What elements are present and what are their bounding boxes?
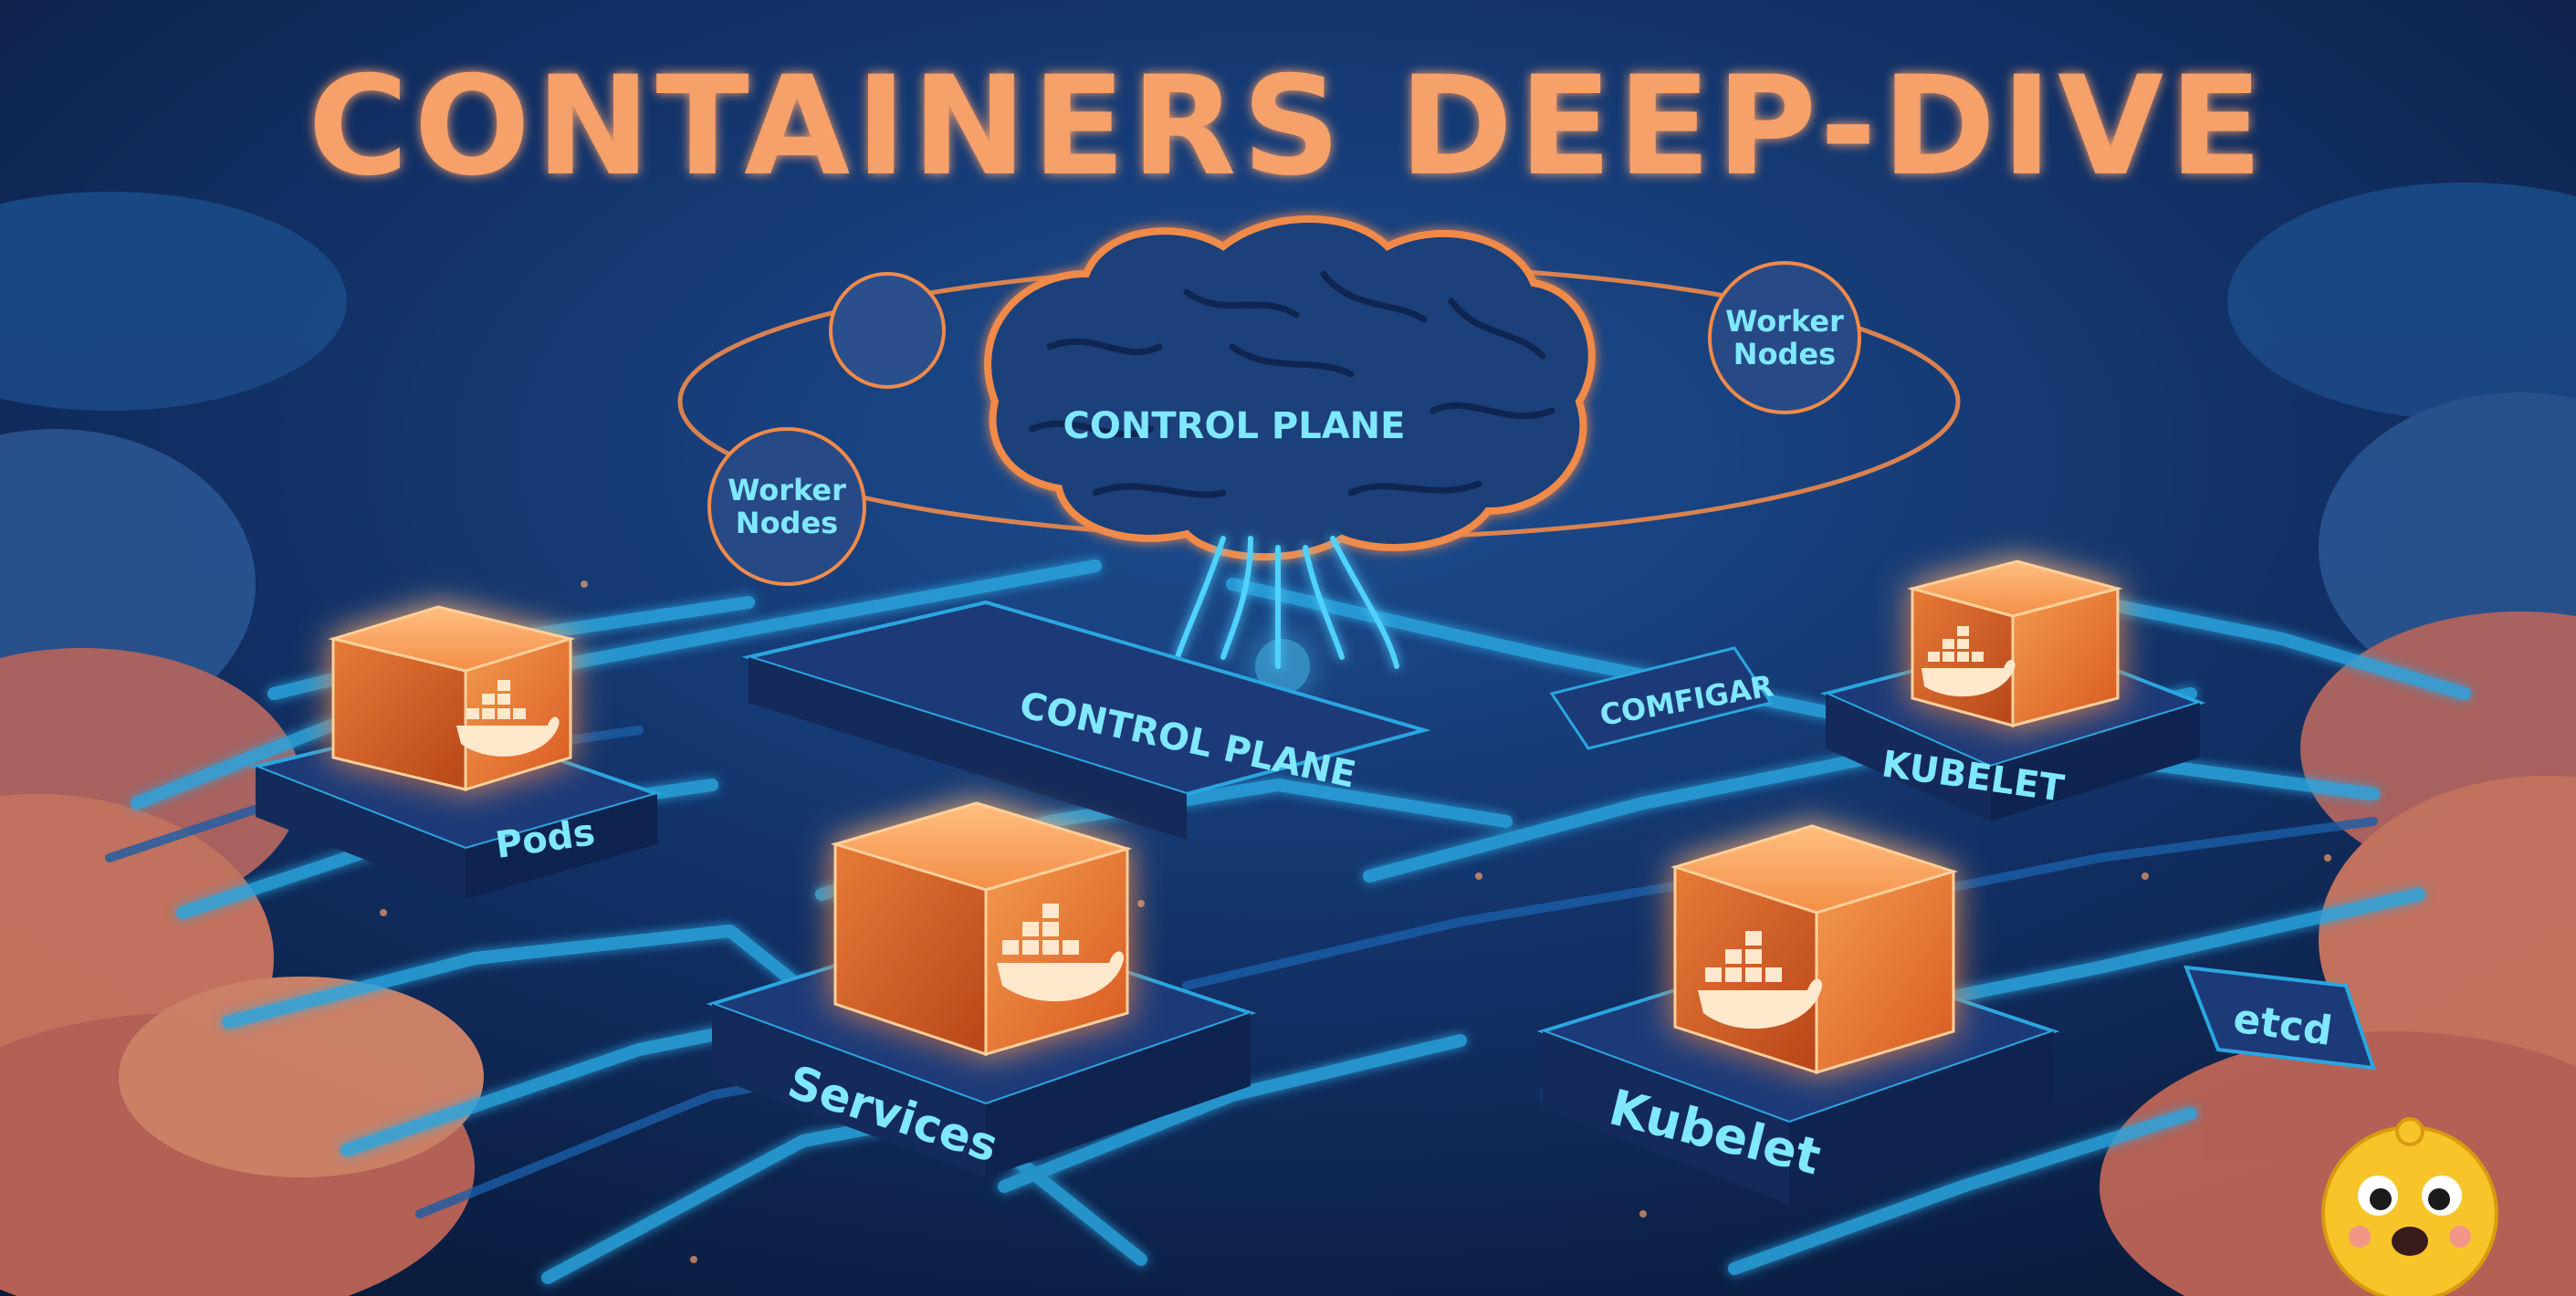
docker-whale-icon — [1698, 931, 1823, 1029]
orbit-sphere — [829, 272, 946, 389]
brain-icon — [984, 215, 1596, 694]
pods-node: Pods — [249, 605, 664, 899]
sparkles — [380, 580, 2331, 1263]
container-box-kubelet-lower — [1670, 824, 1959, 1075]
container-box-services — [830, 801, 1133, 1057]
container-box-pods — [328, 605, 576, 792]
brain-label: CONTROL PLANE — [1063, 405, 1406, 447]
docker-whale-icon — [1922, 626, 2016, 697]
docker-whale-icon — [456, 680, 560, 757]
clouds-left — [0, 192, 484, 1296]
docker-whale-icon — [997, 904, 1125, 1002]
kubelet-upper-node: KUBELET — [1819, 559, 2206, 821]
comfigar-platform: COMFIGAR — [1549, 646, 1775, 750]
control-plane-platform: CONTROL PLANE — [741, 600, 1431, 840]
services-node: Services — [706, 801, 1257, 1177]
page-title: CONTAINERS DEEP-DIVE — [308, 47, 2267, 206]
etcd-platform: etcd — [2183, 965, 2376, 1071]
mascot-icon — [2321, 1117, 2498, 1296]
kubelet-lower-node: Kubelet — [1536, 824, 2060, 1205]
